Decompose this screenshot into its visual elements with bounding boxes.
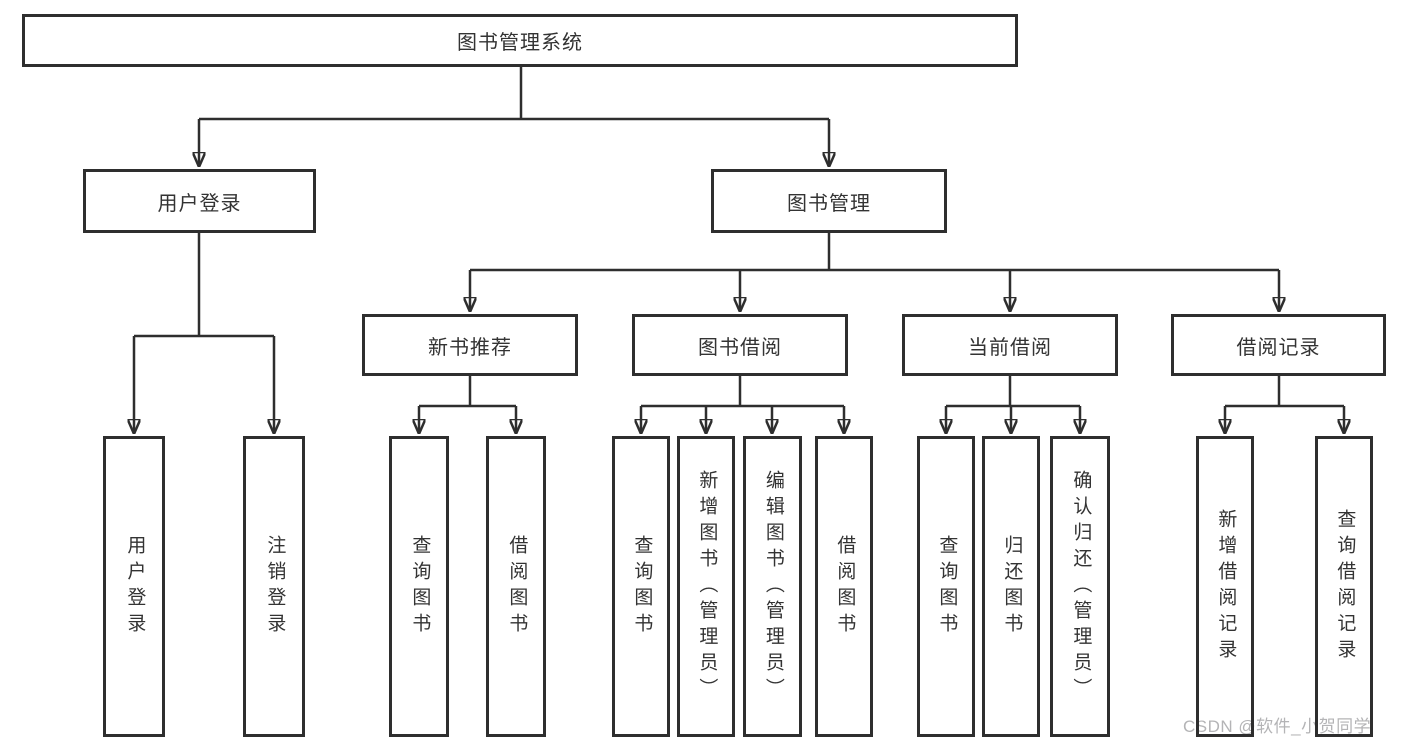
leaf-add-books-admin: 新增图书（管理员）: [677, 436, 735, 737]
leaf-add-books-admin-label: 新增图书（管理员）: [696, 469, 718, 704]
leaf-query-books-3-label: 查询图书: [936, 534, 958, 639]
leaf-return-books: 归还图书: [982, 436, 1040, 737]
node-new-books: 新书推荐: [362, 314, 578, 376]
leaf-confirm-return-admin: 确认归还（管理员）: [1050, 436, 1110, 737]
edge-group-user-login: [134, 233, 274, 433]
edge-group-new-books: [419, 376, 516, 433]
node-current-borrowing: 当前借阅: [902, 314, 1118, 376]
leaf-user-login-label: 用户登录: [124, 534, 146, 639]
leaf-query-books-1-label: 查询图书: [409, 534, 431, 639]
edge-group-book-mgmt: [470, 233, 1279, 311]
leaf-borrow-books-1-label: 借阅图书: [506, 534, 528, 639]
leaf-add-borrow-record: 新增借阅记录: [1196, 436, 1254, 737]
leaf-user-login: 用户登录: [103, 436, 165, 737]
leaf-borrow-books-2: 借阅图书: [815, 436, 873, 737]
edge-group-current: [946, 376, 1080, 433]
node-book-mgmt: 图书管理: [711, 169, 947, 233]
leaf-query-books-2-label: 查询图书: [631, 534, 653, 639]
edge-group-root: [199, 67, 829, 166]
node-user-login: 用户登录: [83, 169, 316, 233]
node-borrow-records: 借阅记录: [1171, 314, 1386, 376]
csdn-watermark: CSDN @软件_小贺同学: [1183, 717, 1372, 736]
edge-group-records: [1225, 376, 1344, 433]
leaf-edit-books-admin-label: 编辑图书（管理员）: [762, 469, 784, 704]
node-book-mgmt-label: 图书管理: [787, 192, 871, 215]
leaf-confirm-return-admin-label: 确认归还（管理员）: [1070, 469, 1092, 704]
node-borrow-records-label: 借阅记录: [1236, 336, 1321, 359]
leaf-edit-books-admin: 编辑图书（管理员）: [743, 436, 802, 737]
node-root-system-label: 图书管理系统: [457, 32, 583, 54]
leaf-borrow-books-1: 借阅图书: [486, 436, 546, 737]
node-borrowing: 图书借阅: [632, 314, 848, 376]
leaf-query-books-1: 查询图书: [389, 436, 449, 737]
node-borrowing-label: 图书借阅: [698, 336, 782, 359]
leaf-query-books-2: 查询图书: [612, 436, 670, 737]
leaf-query-borrow-record-label: 查询借阅记录: [1334, 508, 1356, 665]
leaf-return-books-label: 归还图书: [1001, 534, 1023, 639]
node-current-borrowing-label: 当前借阅: [968, 336, 1052, 359]
leaf-logout-label: 注销登录: [264, 534, 286, 639]
node-user-login-label: 用户登录: [157, 192, 242, 215]
leaf-borrow-books-2-label: 借阅图书: [834, 534, 856, 639]
leaf-logout: 注销登录: [243, 436, 305, 737]
leaf-query-borrow-record: 查询借阅记录: [1315, 436, 1373, 737]
node-new-books-label: 新书推荐: [428, 336, 512, 359]
edge-group-borrowing: [641, 376, 844, 433]
leaf-add-borrow-record-label: 新增借阅记录: [1215, 508, 1237, 665]
leaf-query-books-3: 查询图书: [917, 436, 975, 737]
node-root-system: 图书管理系统: [22, 14, 1018, 67]
